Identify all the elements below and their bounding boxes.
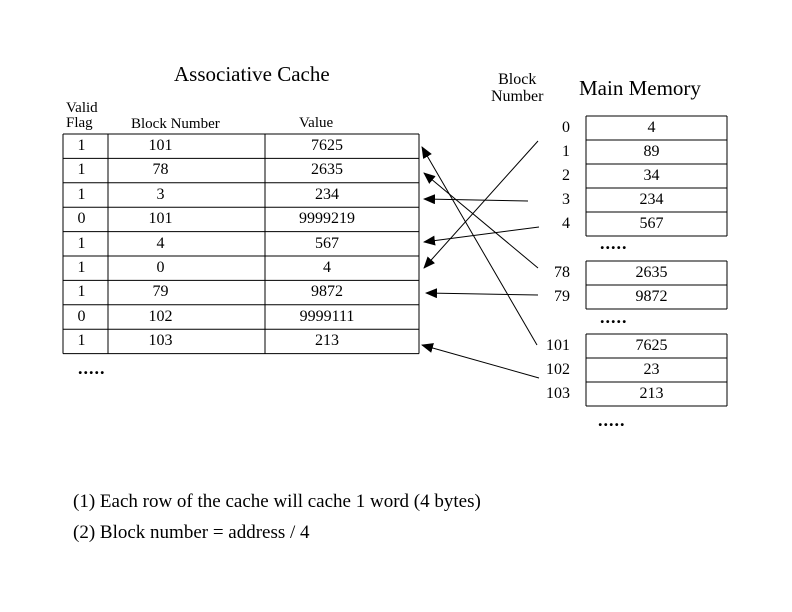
note-1: (1) Each row of the cache will cache 1 w… xyxy=(73,491,481,512)
cache-block-number: 103 xyxy=(148,332,173,350)
memory-value: 567 xyxy=(639,215,664,232)
cache-value: 234 xyxy=(315,185,339,203)
valid-flag-header-line1: Valid xyxy=(66,100,98,116)
memory-block-number: 1 xyxy=(562,143,570,160)
memory-block-header-line1: Block xyxy=(498,71,537,88)
cache-ellipsis: ..... xyxy=(78,358,106,378)
cache-valid-flag: 1 xyxy=(77,259,86,276)
memory-block-number: 2 xyxy=(562,167,570,184)
cache-block-number-header: Block Number xyxy=(131,116,220,132)
cache-block-number: 0 xyxy=(156,259,165,276)
cache-block-number: 101 xyxy=(148,137,173,154)
memory-block-header-line2: Number xyxy=(491,88,544,105)
memory-block-number-header: Block Number xyxy=(491,71,543,105)
memory-value: 7625 xyxy=(635,337,668,354)
cache-value-header: Value xyxy=(299,115,334,131)
memory-value: 23 xyxy=(643,361,660,378)
memory-block-number: 78 xyxy=(554,264,570,281)
cache-block-number: 101 xyxy=(148,210,173,228)
cache-valid-flag: 1 xyxy=(77,332,86,350)
valid-flag-header: Valid Flag xyxy=(66,101,98,131)
cache-valid-flag: 1 xyxy=(77,137,86,154)
mapping-arrow xyxy=(423,194,529,205)
memory-block-number: 79 xyxy=(554,288,570,305)
cache-valid-flag: 0 xyxy=(77,210,86,228)
mapping-arrow xyxy=(425,288,539,299)
cache-block-number: 78 xyxy=(152,161,169,179)
cache-valid-flag: 1 xyxy=(77,283,86,301)
memory-ellipsis: ..... xyxy=(600,233,628,253)
cache-title: Associative Cache xyxy=(174,62,330,86)
memory-value: 2635 xyxy=(635,264,668,281)
mapping-arrow xyxy=(423,140,539,269)
cache-block-number: 102 xyxy=(148,307,173,325)
valid-flag-header-line2: Flag xyxy=(66,115,93,131)
mapping-arrow xyxy=(423,226,540,246)
memory-block-number: 101 xyxy=(546,337,570,354)
memory-value: 9872 xyxy=(635,288,668,305)
memory-value: 89 xyxy=(643,143,660,160)
memory-block-number: 3 xyxy=(562,191,570,208)
cache-value: 567 xyxy=(315,234,339,252)
memory-block-number: 4 xyxy=(562,215,570,232)
cache-valid-flag: 1 xyxy=(77,234,86,252)
cache-valid-flag: 1 xyxy=(77,185,86,203)
memory-value: 213 xyxy=(639,385,664,402)
mapping-arrow xyxy=(421,146,538,346)
mapping-arrow xyxy=(421,343,540,379)
cache-valid-flag: 1 xyxy=(77,161,86,179)
memory-ellipsis: ..... xyxy=(598,410,626,430)
memory-ellipsis: ..... xyxy=(600,307,628,327)
cache-value: 4 xyxy=(323,259,331,276)
memory-value: 4 xyxy=(647,119,656,136)
memory-title: Main Memory xyxy=(579,76,701,100)
memory-block-number: 0 xyxy=(562,119,570,136)
memory-block-number: 103 xyxy=(546,385,570,402)
cache-block-number: 4 xyxy=(156,234,165,252)
cache-block-number: 3 xyxy=(156,185,165,203)
cache-valid-flag: 0 xyxy=(77,307,86,325)
cache-value: 7625 xyxy=(311,137,343,154)
cache-block-number: 79 xyxy=(152,283,169,301)
memory-block-number: 102 xyxy=(546,361,570,378)
cache-value: 9872 xyxy=(311,283,343,301)
memory-value: 234 xyxy=(639,191,664,208)
note-2: (2) Block number = address / 4 xyxy=(73,522,310,543)
mapping-arrow xyxy=(423,172,539,269)
cache-value: 9999111 xyxy=(299,307,355,325)
cache-value: 213 xyxy=(315,332,339,350)
memory-value: 34 xyxy=(643,167,660,184)
cache-value: 9999219 xyxy=(299,210,355,228)
cache-value: 2635 xyxy=(311,161,343,179)
